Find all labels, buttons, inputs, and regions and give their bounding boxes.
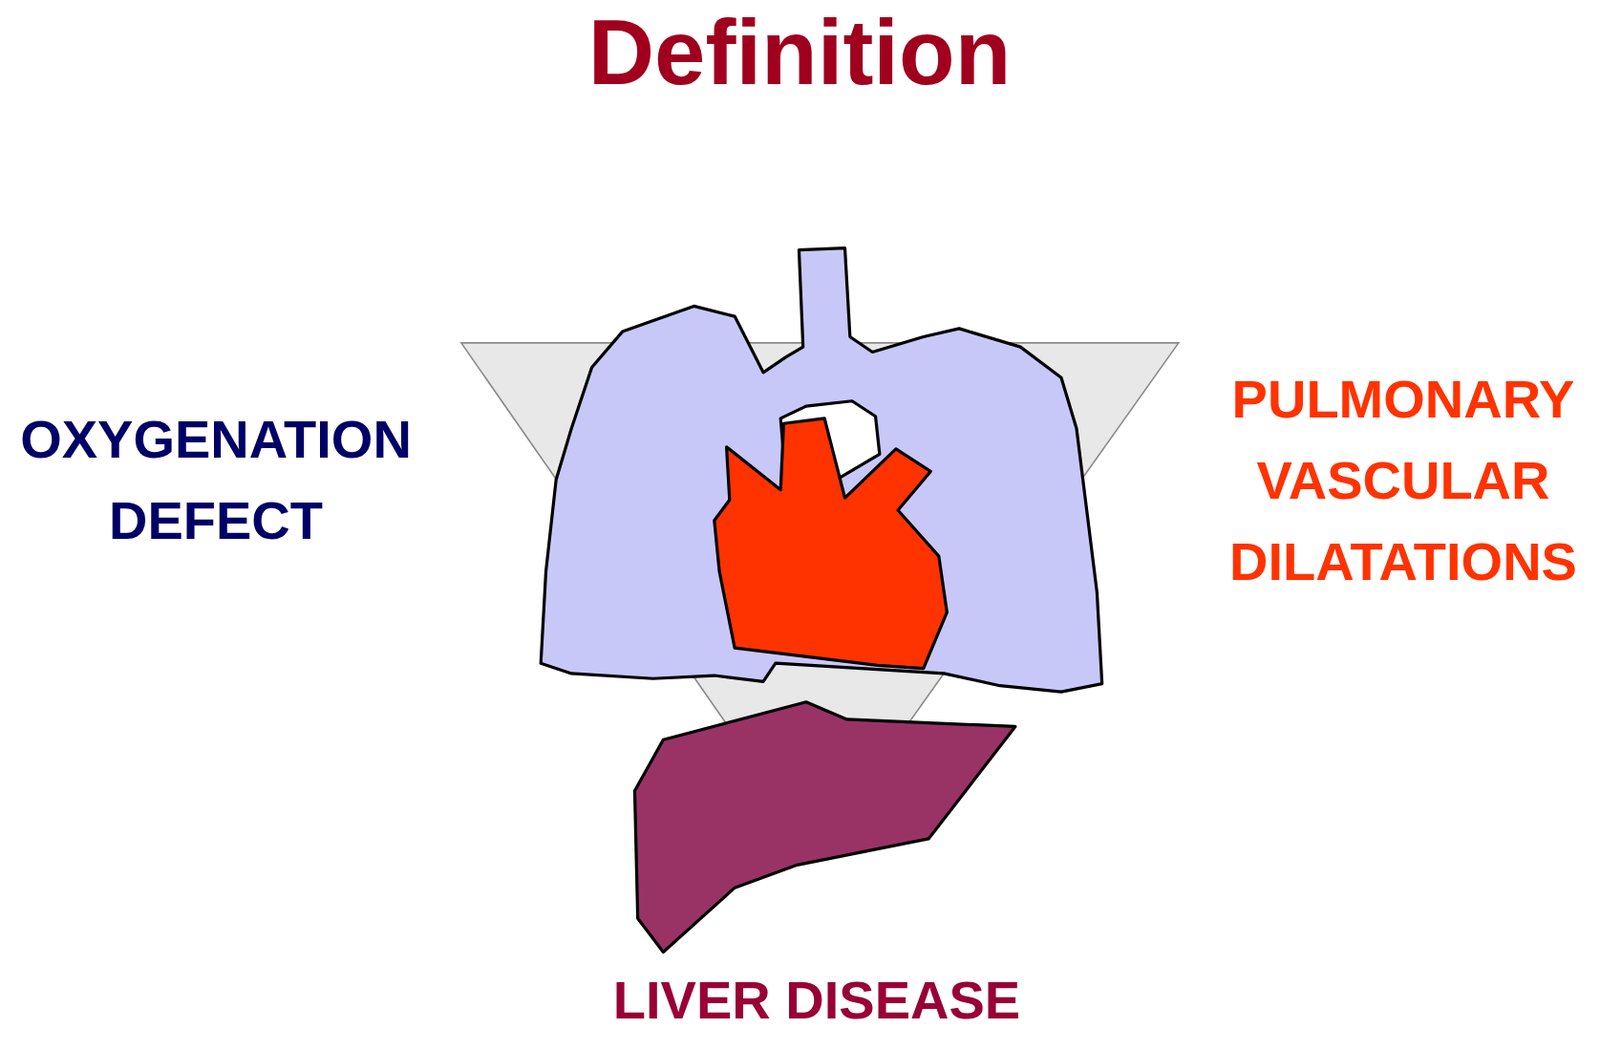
diagram-title: Definition — [321, 0, 1278, 106]
side-label: PULMONARY VASCULAR DILATATIONS — [1212, 358, 1595, 602]
bottom-label: LIVER DISEASE — [453, 959, 1180, 1041]
heart — [714, 418, 948, 669]
liver — [634, 702, 1015, 953]
lungs — [540, 248, 1103, 693]
side-label: OXYGENATION DEFECT — [5, 398, 427, 561]
